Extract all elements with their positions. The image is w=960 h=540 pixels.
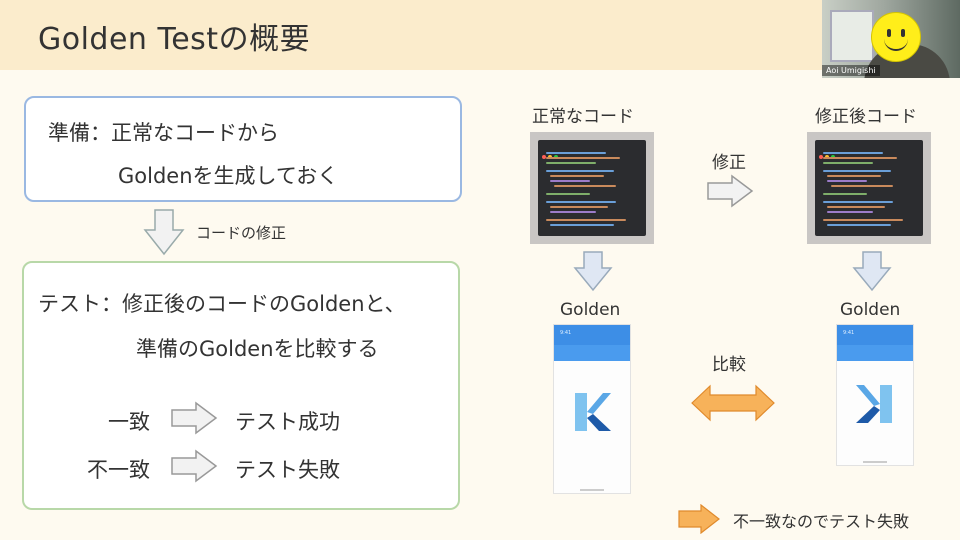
- slide-header: [0, 0, 960, 70]
- golden-left-screenshot: 9:41: [553, 324, 631, 494]
- prep-line-2: Goldenを生成しておく: [118, 164, 339, 188]
- webcam-video: Aoi Umigishi: [822, 0, 960, 78]
- mismatch-result: テスト失敗: [235, 458, 340, 482]
- mismatch-label: 不一致: [87, 458, 150, 482]
- kotlin-logo-icon: [575, 393, 611, 431]
- slide-title: Golden Testの概要: [38, 22, 311, 57]
- prep-line-1: 準備：正常なコードから: [48, 121, 279, 145]
- right-arrow-icon: [171, 449, 218, 483]
- fix-label: 修正: [712, 153, 746, 173]
- fixed-code-label: 修正後コード: [815, 107, 917, 127]
- down-arrow-icon: [143, 209, 185, 256]
- webcam-window: [830, 10, 874, 62]
- orange-arrow-icon: [678, 504, 720, 534]
- golden-right-screenshot: 9:41: [836, 324, 914, 466]
- match-label: 一致: [108, 410, 150, 434]
- test-line-1: テスト：修正後のコードのGoldenと、: [38, 292, 406, 316]
- code-fix-label: コードの修正: [196, 224, 287, 242]
- fixed-code-screenshot: [807, 132, 931, 244]
- kotlin-logo-mirrored-icon: [856, 385, 892, 423]
- normal-code-label: 正常なコード: [532, 107, 634, 127]
- golden-right-label: Golden: [840, 300, 901, 320]
- test-line-2: 準備のGoldenを比較する: [136, 337, 379, 361]
- compare-label: 比較: [712, 355, 746, 375]
- test-box: [22, 261, 460, 510]
- normal-code-screenshot: [530, 132, 654, 244]
- golden-left-label: Golden: [560, 300, 621, 320]
- right-arrow-icon: [707, 174, 754, 208]
- prep-box: [24, 96, 462, 202]
- smiley-face-icon: [871, 12, 921, 62]
- mismatch-note: 不一致なのでテスト失敗: [733, 512, 910, 531]
- right-arrow-icon: [171, 401, 218, 435]
- down-arrow-icon: [852, 251, 892, 292]
- webcam-name-label: Aoi Umigishi: [822, 65, 880, 76]
- down-arrow-icon: [573, 251, 613, 292]
- match-result: テスト成功: [235, 410, 340, 434]
- double-arrow-icon: [691, 384, 775, 422]
